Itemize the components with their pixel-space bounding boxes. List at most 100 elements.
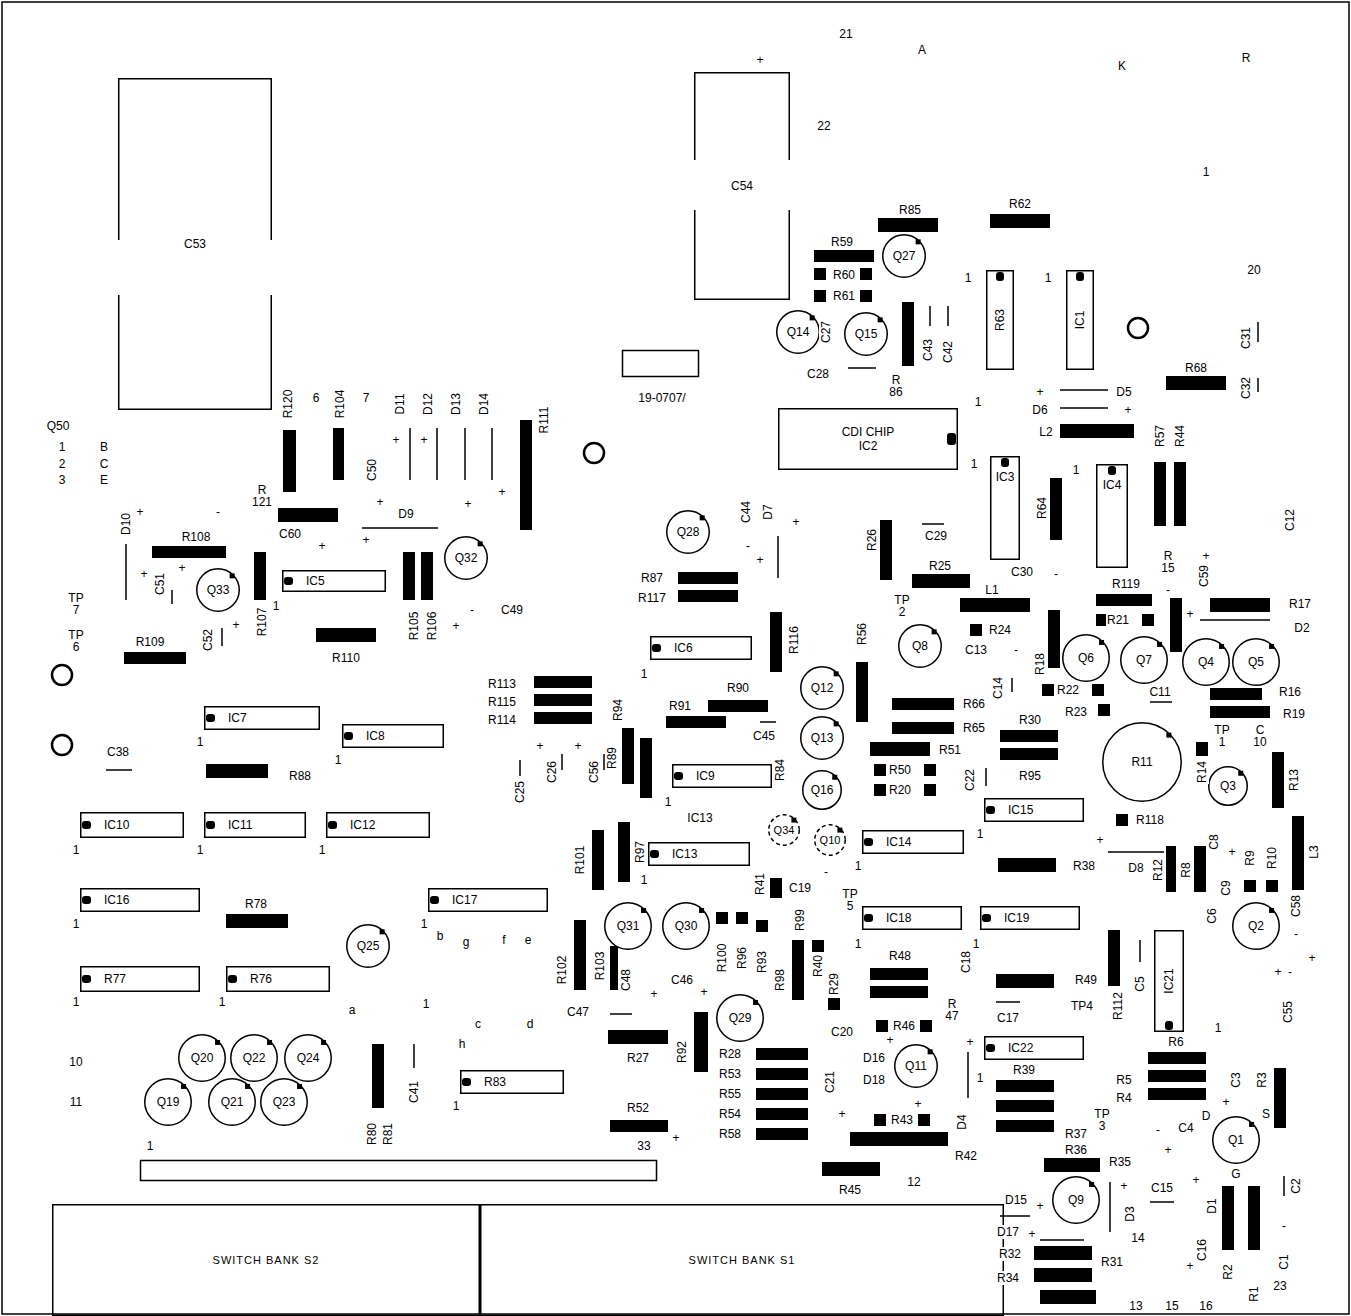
part-label: R117 [637, 591, 667, 605]
transistor-body [803, 771, 842, 810]
switch-bank: SWITCH BANK S2 [52, 1204, 480, 1316]
part-label: D2 [1293, 621, 1310, 635]
transistor-tab [810, 315, 815, 320]
part-label: R44 [1173, 424, 1187, 448]
pin-name: E [99, 473, 109, 487]
test-point-label: TP 3 [1092, 1108, 1112, 1132]
part-label: R54 [718, 1107, 742, 1121]
part-label: R13 [1287, 768, 1301, 792]
resistor-symbol [1050, 478, 1062, 540]
resistor-symbol [792, 940, 804, 1000]
ic-outline: IC18 [862, 906, 962, 930]
resistor-symbol [152, 546, 226, 558]
transistor-tab [1099, 640, 1104, 645]
pin-name: a [348, 1003, 357, 1017]
resistor-symbol [1116, 814, 1128, 826]
part-label: 19-0707/ [637, 391, 686, 405]
node-outline [862, 906, 962, 930]
part-label: R 47 [942, 998, 962, 1022]
resistor-symbol [254, 552, 266, 600]
part-label: D1 [1205, 1197, 1219, 1214]
resistor-symbol [1272, 752, 1284, 808]
component-line [1257, 378, 1259, 392]
package-body [779, 409, 958, 470]
part-designator: IC4 [1103, 478, 1122, 492]
part-label: C32 [1239, 376, 1253, 400]
transistor-tab [837, 828, 842, 833]
ic-outline: R63 [986, 270, 1014, 370]
pin-number: 1 [58, 440, 67, 454]
polarity-mark: + [497, 485, 506, 499]
component-line [996, 1001, 1020, 1003]
mounting-hole [584, 443, 604, 463]
part-label: C58 [1289, 894, 1303, 918]
resistor-symbol [860, 290, 872, 302]
part-designator: IC8 [366, 729, 385, 743]
part-label: R80 [365, 1122, 379, 1146]
polarity-mark: + [837, 1107, 846, 1121]
transistor-outline: Q33 [196, 568, 240, 612]
part-label: D16 [862, 1051, 886, 1065]
transistor-outline: Q20 [178, 1034, 226, 1082]
part-label: R107 [255, 607, 269, 638]
part-label: C13 [964, 643, 988, 657]
part-label: R18 [1033, 652, 1047, 676]
node-outline [80, 812, 184, 838]
resistor-symbol [716, 912, 728, 924]
polarity-mark: + [1027, 1227, 1036, 1241]
part-label: D17 [996, 1225, 1020, 1239]
part-designator: IC11 [228, 818, 252, 832]
package-body [987, 271, 1014, 370]
pin-number: 1 [334, 753, 343, 767]
resistor-symbol [1148, 1052, 1206, 1064]
optional-transistor-outline: Q34 [768, 814, 800, 846]
part-label: L2 [1038, 425, 1053, 439]
capacitor-body [119, 79, 272, 410]
transistor-tab [321, 1040, 326, 1045]
part-label: R16 [1278, 685, 1302, 699]
part-label: C52 [201, 628, 215, 652]
part-label: R22 [1056, 683, 1080, 697]
ic-outline: IC14 [862, 830, 964, 854]
package-body [429, 889, 548, 912]
part-designator: Q5 [1248, 655, 1264, 669]
part-label: C60 [278, 527, 302, 541]
part-label: C28 [806, 367, 830, 381]
component-line [106, 769, 132, 771]
pin-number: 22 [816, 119, 831, 133]
part-label: C51 [153, 572, 167, 596]
package-body [205, 813, 306, 838]
component-line [1011, 678, 1013, 692]
pin1-notch [864, 838, 873, 846]
part-designator: Q31 [617, 919, 640, 933]
resistor-symbol [814, 290, 826, 302]
node-outline [282, 570, 386, 592]
resistor-symbol [421, 552, 433, 600]
pin-name: C [99, 457, 110, 471]
part-label: R111 [537, 406, 551, 435]
resistor-symbol [1292, 816, 1304, 890]
part-designator: IC16 [104, 893, 129, 907]
component-line [1200, 619, 1270, 621]
part-label: R99 [793, 908, 807, 932]
part-label: C1 [1277, 1253, 1291, 1270]
polarity-mark: - [1293, 927, 1299, 941]
part-label: R20 [888, 783, 912, 797]
node-outline [342, 724, 444, 748]
mounting-hole [1128, 318, 1148, 338]
part-label: R116 [787, 625, 801, 655]
part-label: C22 [963, 768, 977, 792]
resistor-symbol [918, 1114, 930, 1126]
polarity-mark: - [1281, 1219, 1287, 1233]
part-label: R 121 [248, 484, 276, 508]
resistor-symbol [812, 940, 824, 952]
part-designator: R77 [104, 972, 126, 986]
part-label: C44 [739, 500, 753, 524]
ic-outline: R77 [80, 966, 200, 992]
transistor-outline: Q4 [1182, 638, 1230, 686]
part-designator: IC10 [104, 818, 129, 832]
mounting-hole [52, 665, 72, 685]
part-label: R92 [675, 1040, 689, 1064]
transistor-tab [1219, 644, 1224, 649]
transistor-outline: Q9 [1052, 1176, 1100, 1224]
